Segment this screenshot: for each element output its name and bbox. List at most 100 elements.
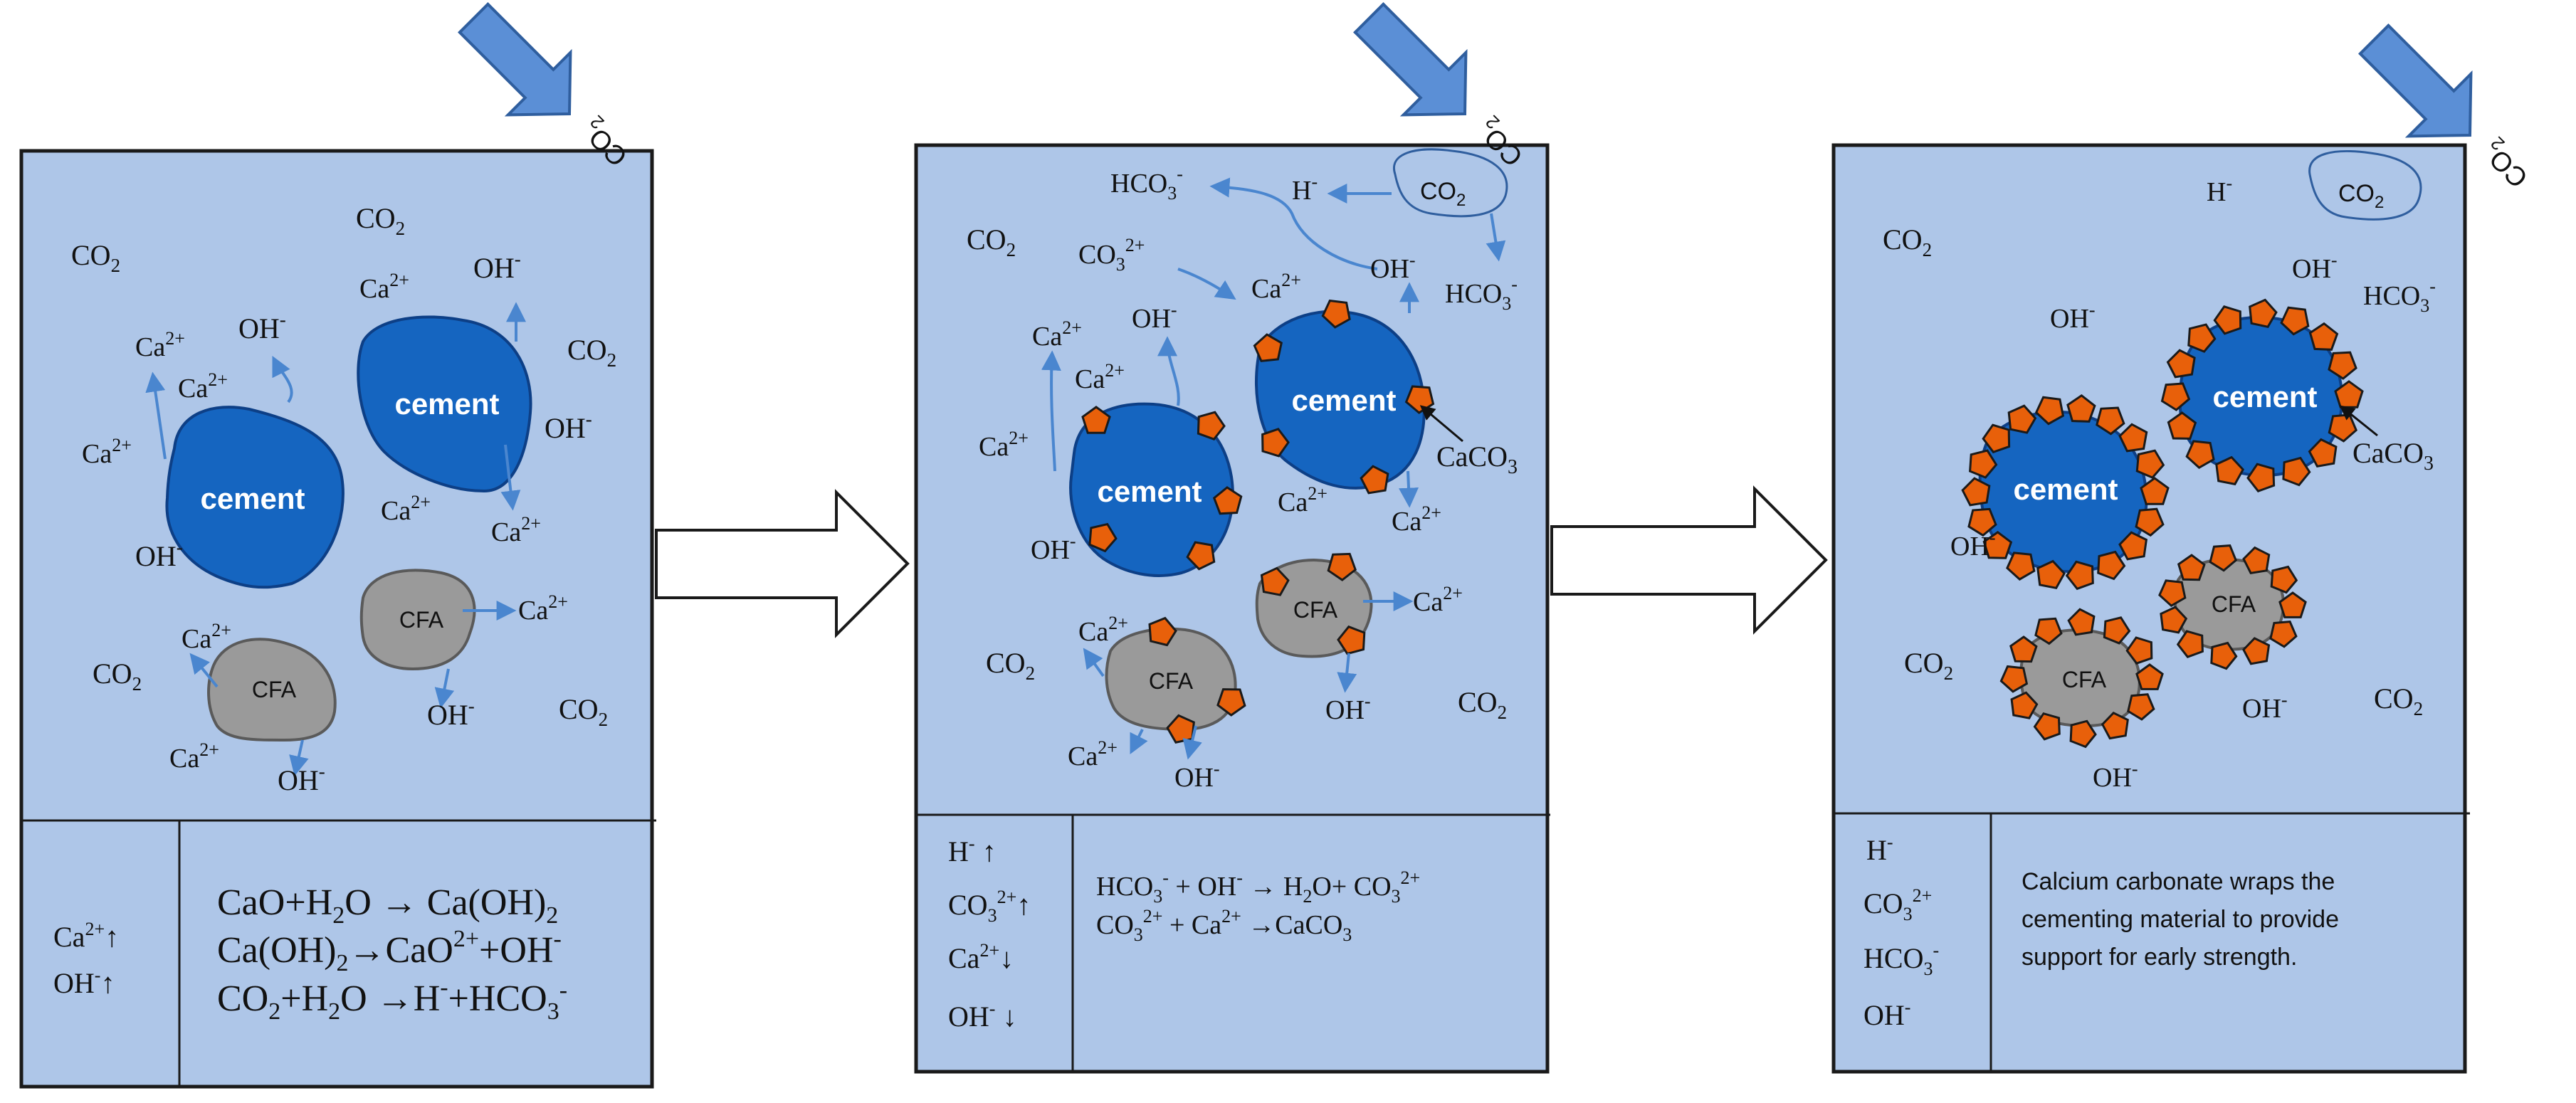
caco3-crystal-32 — [2096, 406, 2125, 436]
caco3-crystal-4 — [1212, 486, 1243, 515]
species-label-oh-31: OH- — [1031, 531, 1076, 565]
species-label-oh-25: OH- — [1370, 250, 1416, 284]
caco3-crystal-42 — [2167, 411, 2197, 440]
panel-2-arrows — [1041, 177, 1506, 760]
caco3-crystal-34 — [2135, 449, 2165, 479]
co2-bubble-p3 — [2308, 150, 2422, 221]
species-label-ca-35: Ca2+ — [1078, 613, 1128, 647]
species-label-hco3-44: HCO3- — [2363, 276, 2436, 316]
caco3-crystal-72 — [2242, 546, 2271, 574]
caco3-crystal-5 — [1197, 411, 1226, 440]
species-label-ca-24: Ca2+ — [1251, 270, 1301, 304]
caco3-crystal-33 — [2118, 423, 2148, 453]
panel-1 — [19, 149, 656, 1089]
species-label-co2-2: CO2 — [567, 334, 616, 371]
caco3-crystal-6 — [1321, 299, 1351, 329]
caco3-crystal-45 — [2187, 323, 2217, 353]
caco3-crystal-8 — [1261, 428, 1290, 458]
cement-label-p2a: cement — [1097, 475, 1202, 508]
species-label-oh-17: OH- — [135, 537, 183, 572]
species-label-oh-16: OH- — [545, 408, 592, 444]
panel-3 — [1831, 143, 2470, 1074]
caco3-crystal-71 — [2209, 544, 2237, 572]
caco3-crystal-31 — [2066, 394, 2096, 423]
arrow-p2-cfa-oh — [1182, 725, 1202, 760]
caco3-crystal-57 — [1999, 665, 2029, 693]
species-label-ca-27: Ca2+ — [1032, 317, 1082, 352]
caco3-crystal-11 — [1148, 616, 1177, 647]
species-label-h-21: H- — [1292, 171, 1318, 206]
cement-label-p3a: cement — [2013, 473, 2118, 506]
arrow-p2-ca-down — [1399, 470, 1419, 508]
panel-3-box — [1831, 143, 2467, 1074]
species-label-ca-6: Ca2+ — [178, 369, 228, 403]
species-label-ca-33: Ca2+ — [1392, 502, 1441, 537]
caco3-crystal-15 — [1327, 552, 1357, 581]
species-label-oh-37: OH- — [1174, 759, 1220, 793]
p3-trend-4: OH- — [1863, 997, 1910, 1031]
caco3-crystal-41 — [2185, 440, 2215, 470]
caco3-crystal-39 — [2246, 463, 2276, 492]
caco3-crystal-16 — [1337, 625, 1366, 655]
panel-1-arrows — [145, 302, 526, 776]
species-label-ca-13: Ca2+ — [518, 591, 568, 626]
species-label-oh-43: OH- — [2292, 250, 2338, 284]
process-arrow-1 — [655, 489, 910, 638]
caco3-crystal-13 — [1166, 714, 1195, 744]
caco3-crystal-63 — [2278, 591, 2307, 618]
caco3-crystal-52 — [2127, 693, 2155, 721]
species-label-oh-15: OH- — [473, 248, 521, 284]
arrow-p2-co2-hco3 — [1486, 213, 1506, 262]
species-label-h-41: H- — [2207, 173, 2232, 207]
species-label-ca-36: Ca2+ — [1068, 737, 1118, 771]
species-label-oh-14: OH- — [238, 309, 286, 344]
species-label-oh-19: OH- — [278, 761, 325, 796]
species-label-ca-7: Ca2+ — [82, 435, 132, 469]
species-label-ca-38: Ca2+ — [1413, 583, 1463, 617]
caco3-crystal-62 — [2125, 636, 2153, 665]
caco3-crystal-21 — [2065, 560, 2094, 591]
caco3-crystal-3 — [1186, 541, 1216, 571]
caco3-crystal-7 — [1253, 333, 1283, 362]
cfa-label-p1b: CFA — [399, 607, 444, 633]
caco3-crystal-43 — [2160, 382, 2191, 411]
caco3-crystal-24 — [1982, 531, 2013, 559]
panel-1-box — [19, 149, 654, 1089]
caco3-crystal-14 — [1260, 566, 1290, 596]
caco3-crystal-47 — [2249, 298, 2278, 328]
panel-2-particles: cement cement CFA CFA — [1069, 310, 1426, 732]
species-label-hco3-20: HCO3- — [1110, 164, 1183, 204]
p1-equation-1: CaO+H2O → Ca(OH)2 — [217, 882, 558, 929]
arrow-p1-ca-up — [145, 371, 167, 460]
caco3-crystal-58 — [2009, 635, 2038, 663]
species-label-ca-12: Ca2+ — [169, 739, 219, 774]
caco3-crystal-55 — [2033, 712, 2061, 741]
arrow-p2-cfa-ca-low — [1130, 729, 1148, 755]
co2-inflow-arrow-2: CO2 — [1353, 2, 1529, 171]
caco3-crystal-65 — [2242, 637, 2271, 665]
caco3-crystal-44 — [2166, 349, 2196, 379]
cfa-particle-p1b — [359, 569, 476, 671]
arrow-p1-cfa-oh-down — [289, 739, 309, 776]
cfa-label-p1a: CFA — [252, 677, 297, 702]
arrow-p1-cfa2-oh — [434, 668, 455, 709]
caco3-label-1: CaCO3 — [1436, 440, 1518, 478]
caco3-crystal-12 — [1216, 688, 1246, 717]
arrow-p1-cfa-ca-up — [189, 653, 219, 688]
caco3-pointer-p2 — [1419, 405, 1463, 443]
caco3-crystal-18 — [2135, 507, 2165, 537]
caco3-crystal-56 — [2010, 691, 2039, 719]
cfa-label-p2a: CFA — [1149, 668, 1194, 694]
arrow-p2-cfa2-oh — [1337, 653, 1357, 693]
caco3-crystal-23 — [2006, 552, 2036, 581]
caco3-crystal-20 — [2097, 550, 2126, 581]
cfa-particle-p1a — [207, 638, 337, 742]
caco3-crystal-48 — [2280, 306, 2310, 336]
species-label-oh-39: OH- — [1325, 691, 1371, 725]
caco3-crystal-19 — [2118, 531, 2148, 561]
caco3-crystal-60 — [2067, 608, 2096, 636]
caco3-crystal-17 — [2140, 477, 2170, 505]
cement-label-p2b: cement — [1291, 384, 1396, 417]
p1-trend-1: Ca2+↑ — [53, 919, 119, 953]
species-label-oh-46: OH- — [1950, 527, 1996, 561]
